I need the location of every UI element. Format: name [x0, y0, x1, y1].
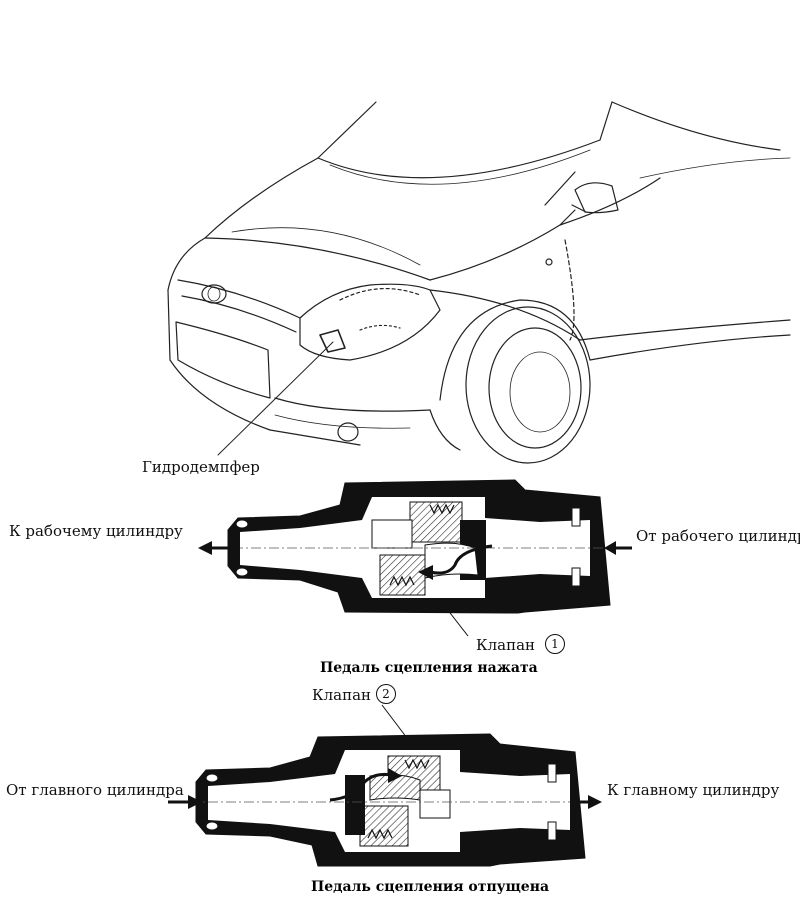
from-master-cylinder-label: От главного цилиндра [6, 781, 184, 799]
caption-pedal-released: Педаль сцепления отпущена [311, 879, 550, 895]
valve-1-number: 1 [545, 634, 565, 654]
valve-2-label: Клапан [312, 686, 372, 704]
damper-label: Гидродемпфер [142, 458, 260, 476]
valve-1-label: Клапан [476, 636, 536, 654]
to-master-cylinder-label: К главному цилиндру [607, 781, 780, 799]
caption-pedal-pressed: Педаль сцепления нажата [320, 660, 538, 676]
from-slave-cylinder-label: От рабочего цилиндра [636, 527, 800, 545]
to-slave-cylinder-label: К рабочему цилиндру [9, 522, 183, 540]
valve-2-number: 2 [376, 684, 396, 704]
